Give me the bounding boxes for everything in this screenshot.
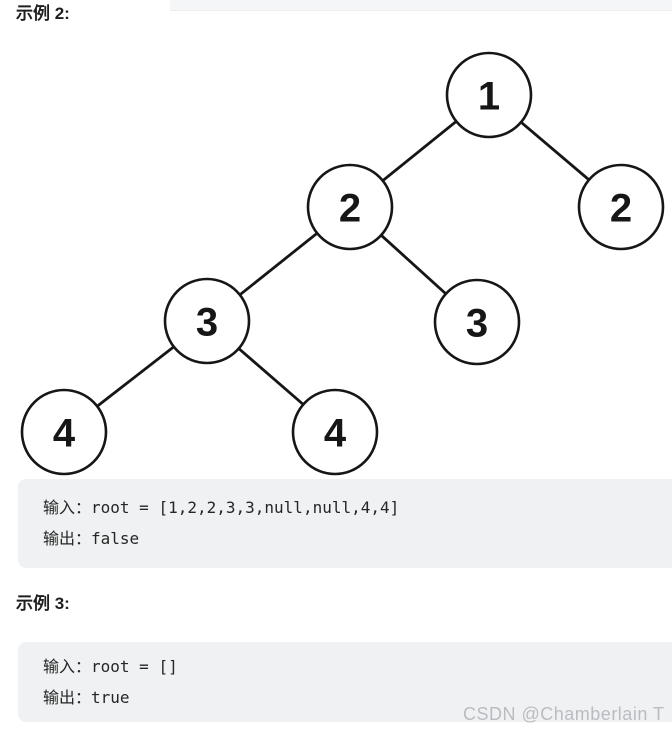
example2-code-block: 输入：root = [1,2,2,3,3,null,null,4,4] 输出：f…: [18, 479, 672, 568]
tree-node-label: 3: [466, 301, 488, 345]
example3-code-block: 输入：root = [] 输出：true: [18, 642, 672, 722]
tree-node: 4: [20, 388, 108, 476]
csdn-watermark: CSDN @Chamberlain T: [463, 704, 665, 724]
tree-node-label: 2: [339, 186, 361, 230]
output-label: 输出：: [43, 529, 92, 548]
tree-node-label: 4: [324, 411, 347, 455]
tree-node-circle: [577, 163, 665, 251]
tree-node-label: 3: [196, 300, 218, 344]
top-strip: [170, 0, 672, 11]
input-label: 输入：: [43, 498, 92, 517]
tree-node-label: 1: [478, 74, 500, 118]
binary-tree-diagram: 1 2 2 3 3 4 4: [20, 51, 665, 476]
example3-input-line: 输入：root = []: [43, 651, 672, 682]
tree-node: 3: [163, 277, 251, 365]
example2-output-line: 输出：false: [43, 523, 672, 554]
input-value: root = [1,2,2,3,3,null,null,4,4]: [91, 498, 400, 517]
example3-heading: 示例 3:: [16, 594, 70, 613]
output-value: true: [91, 688, 130, 707]
input-label: 输入：: [43, 657, 92, 676]
tree-node-label: 4: [53, 411, 76, 455]
example2-input-line: 输入：root = [1,2,2,3,3,null,null,4,4]: [43, 492, 672, 523]
input-value: root = []: [91, 657, 178, 676]
tree-node-circle: [306, 163, 394, 251]
tree-node: 2: [306, 163, 394, 251]
tree-node: 4: [291, 388, 379, 476]
tree-node-circle: [291, 388, 379, 476]
tree-node-circle: [445, 51, 533, 139]
tree-node: 2: [577, 163, 665, 251]
output-value: false: [91, 529, 140, 548]
tree-node: 1: [445, 51, 533, 139]
example2-heading: 示例 2:: [16, 4, 70, 23]
tree-node-label: 2: [610, 186, 632, 230]
tree-node-circle: [163, 277, 251, 365]
tree-node-circle: [433, 278, 521, 366]
example3-output-line: 输出：true: [43, 682, 672, 713]
tree-node: 3: [433, 278, 521, 366]
output-label: 输出：: [43, 688, 92, 707]
tree-node-circle: [20, 388, 108, 476]
